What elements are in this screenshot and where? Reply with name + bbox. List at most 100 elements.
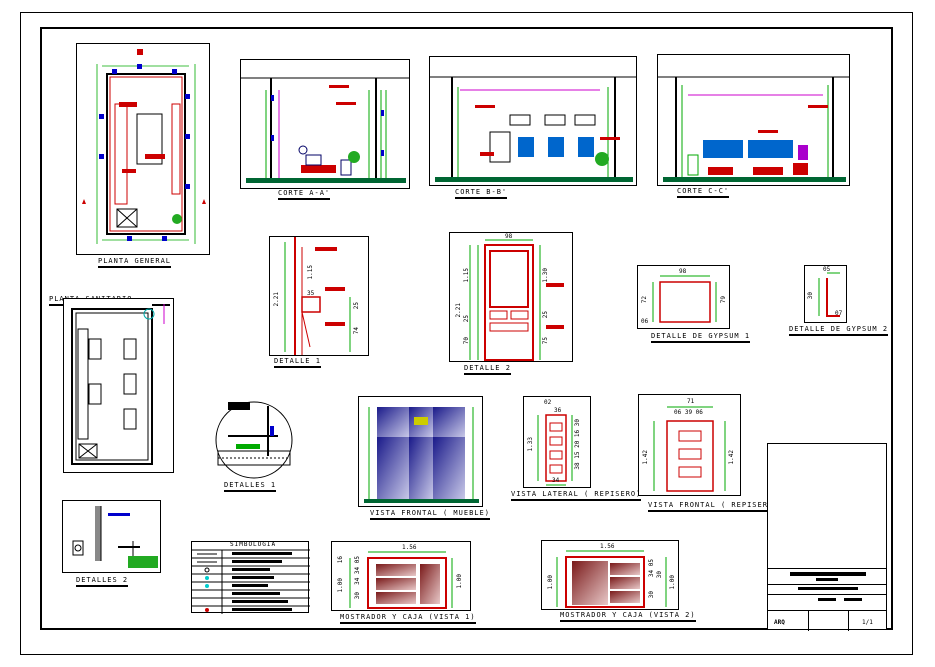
legend-box: SIMBOLOGIA [191,541,310,614]
gypsum-1-drawing [652,275,717,323]
dim-vf-right: 1.42 [728,450,735,465]
detail-1-panel[interactable]: 2.21 1.15 35 25 74 [269,236,369,356]
sanitary-plan-drawing [71,304,170,465]
plan-general-panel[interactable] [76,43,210,255]
title-block-bar [790,572,866,576]
title-block-divider [808,610,809,631]
title-block-bar [818,598,836,601]
section-a-panel[interactable] [240,59,410,189]
title-block-bar [798,587,858,590]
label-corte-c: CORTE C-C' [677,187,730,198]
label-detalle-2: DETALLE 2 [464,364,511,375]
dim-g2-top: 05 [823,266,831,273]
dim-d1-a: 2.21 [273,292,280,307]
title-block-divider [848,610,849,631]
dim-d1-d: 25 [353,302,360,310]
title-block: ARQ 1/1 [767,443,887,631]
dim-vl-right: 38 15 20 16 30 [574,419,581,470]
label-corte-b: CORTE B-B' [455,188,508,199]
dim-m1-a: 16 [337,556,344,564]
dim-d2-e: 25 [542,311,549,319]
dim-d1-b: 1.15 [307,265,314,280]
gypsum-2-panel[interactable]: 05 30 07 [804,265,847,323]
dim-vl-a: 36 [554,407,562,414]
gypsum-1-panel[interactable]: 98 72 79 06 [637,265,730,329]
detail-2-panel[interactable]: 98 2.21 1.15 1.30 25 25 70 75 [449,232,573,362]
dim-g1-top: 98 [679,268,687,275]
label-gypsum-1: DETALLE DE GYPSUM 1 [651,332,751,343]
dim-vl-bottom: 34 [552,477,560,484]
counter-view-1-panel[interactable]: 1.56 16 1.00 30 34 34 05 1.00 [331,541,471,611]
details-2-panel[interactable] [62,500,161,573]
dim-g1-right: 79 [720,296,727,304]
dim-m1-b: 1.00 [337,578,344,593]
dim-d2-a: 2.21 [455,303,462,318]
label-vista-lateral-repisero: VISTA LATERAL ( REPISERO) [511,490,642,501]
outer-border [20,12,913,655]
label-mostrador-vista-1: MOSTRADOR Y CAJA (VISTA 1) [340,613,476,624]
title-block-row [768,568,886,569]
dim-m2-top: 1.56 [600,543,615,550]
dim-g2-left: 30 [807,292,814,300]
counter-2-drawing [556,550,667,608]
dim-m2-d: 30 [656,571,663,579]
title-block-row [768,610,886,611]
section-b-panel[interactable] [429,56,637,186]
dim-m1-top: 1.56 [402,544,417,551]
legend-title: SIMBOLOGIA [230,541,277,548]
label-vista-frontal-mueble: VISTA FRONTAL ( MUEBLE) [370,509,490,520]
details-2-drawing [72,506,158,568]
details-1-panel[interactable] [208,396,300,480]
front-view-shelf-panel[interactable]: 71 06 39 06 1.42 1.42 [638,394,741,496]
label-planta-general: PLANTA GENERAL [98,257,172,268]
label-vista-frontal-repisero: VISTA FRONTAL ( REPISERO) [648,501,779,512]
section-b-drawing [430,76,636,182]
dim-m1-d: 34 34 05 [354,556,361,585]
dim-vl-top: 02 [544,399,552,406]
shelf-front-drawing [653,406,726,492]
dim-g1-left: 72 [641,296,648,304]
dim-m2-a: 1.00 [547,575,554,590]
legend-table [192,549,310,614]
label-mostrador-vista-2: MOSTRADOR Y CAJA (VISTA 2) [560,611,696,622]
dim-g2-bottom: 07 [835,310,843,317]
plan-sanitario-panel[interactable] [63,298,174,473]
side-view-shelf-panel[interactable]: 02 36 1.33 38 15 20 16 30 34 [523,396,591,488]
detail-1-drawing [284,237,351,355]
dim-d2-c: 1.30 [542,268,549,283]
cabinet-front-drawing [364,407,479,503]
dim-m2-b: 30 [648,591,655,599]
front-view-cabinet-panel[interactable] [358,396,483,507]
title-block-sheet: 1/1 [862,619,873,626]
section-a-drawing [241,77,409,183]
dim-d2-top: 98 [505,233,513,240]
section-c-drawing [658,76,849,182]
label-detalle-1: DETALLE 1 [274,357,321,368]
floor-plan-drawing [82,49,206,244]
title-block-row [768,594,886,595]
dim-m2-c: 34 05 [648,559,655,578]
details-1-drawing [215,401,293,479]
dim-d1-c: 35 [307,290,315,297]
counter-1-drawing [349,551,453,609]
title-block-row [768,584,886,585]
dim-d1-e: 74 [353,327,360,335]
detail-2-drawing [469,239,564,361]
dim-vl-left: 1.33 [527,437,534,452]
dim-d2-d: 25 [463,315,470,323]
dim-d2-b: 1.15 [463,268,470,283]
label-detalles-1: DETALLES 1 [224,481,277,492]
dim-g1-bottom: 06 [641,318,649,325]
dim-vf-top: 71 [687,398,695,405]
title-block-bar [844,598,862,601]
dim-vf-sub: 06 39 06 [674,409,703,416]
dim-vf-left: 1.42 [642,450,649,465]
section-c-panel[interactable] [657,54,850,186]
label-corte-a: CORTE A-A' [278,189,331,200]
title-block-bar [816,578,838,581]
gypsum-2-drawing [818,272,840,317]
dim-m1-e: 1.00 [456,574,463,589]
dim-d2-g: 75 [542,337,549,345]
counter-view-2-panel[interactable]: 1.56 1.00 30 34 05 30 1.00 [541,540,679,610]
